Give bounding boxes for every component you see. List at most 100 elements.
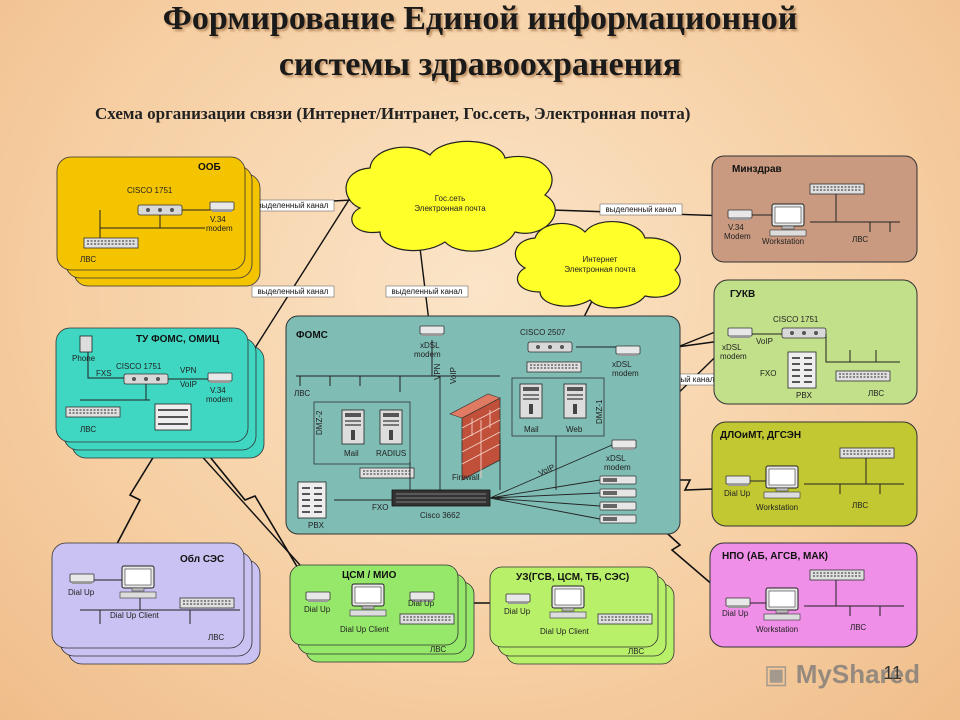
npo-workstation-icon: [763, 587, 801, 621]
block-minzdrav-title: Минздрав: [732, 164, 782, 175]
foms-card-1-icon: [599, 475, 637, 485]
tu-modem-icon: [207, 372, 233, 384]
block-csm-title: ЦСМ / МИО: [342, 570, 397, 581]
uz-dialup-label: Dial Up: [504, 607, 531, 616]
block-tu-foms: ТУ ФОМС, ОМИЦ Phone FXS CISCO 1751 VPN V…: [55, 327, 265, 459]
npo-lvs-label: ЛВС: [850, 623, 866, 632]
foms-cisco2507-icon: [527, 341, 573, 353]
npo-modem-icon: [725, 597, 751, 609]
tu-voip-label: VoIP: [180, 380, 197, 389]
block-uz-title: УЗ(ГСВ, ЦСМ, ТБ, СЭС): [516, 572, 629, 583]
gukv-xdsl-label1: xDSL: [722, 343, 742, 352]
foms-mail-server-icon: [341, 409, 365, 445]
block-dlo: ДЛОиМТ, ДГСЭН Dial Up Workstation ЛВС: [711, 421, 918, 527]
foms-fxo-label: FXO: [372, 503, 388, 512]
dlo-modem-icon: [725, 475, 751, 487]
phone-icon: [79, 335, 93, 353]
foms-web-label: Web: [566, 425, 583, 434]
minzdrav-workstation-label: Workstation: [762, 237, 804, 246]
uz-lvs-label: ЛВС: [628, 647, 644, 656]
foms-hub-top-icon: [526, 361, 582, 373]
foms-cisco2507-label: CISCO 2507: [520, 328, 566, 337]
block-oob: ООБ CISCO 1751 V.34 modem ЛВС: [56, 156, 261, 287]
obl-modem-icon: [69, 573, 95, 585]
block-uz: УЗ(ГСВ, ЦСМ, ТБ, СЭС) Dial Up Dial Up Cl…: [489, 566, 675, 665]
gukv-hub-icon: [835, 370, 891, 382]
foms-radius-server-icon: [379, 409, 403, 445]
obl-hub-icon: [179, 597, 235, 609]
block-obl-ses: Обл СЭС Dial Up Dial Up Client ЛВС: [51, 542, 261, 665]
tu-lvs-label: ЛВС: [80, 425, 96, 434]
block-tu-title: ТУ ФОМС, ОМИЦ: [136, 334, 220, 345]
dlo-hub-icon: [839, 447, 895, 459]
foms-xdsl-modem-top-icon: [419, 325, 445, 337]
channel-label-tu: выделенный канал: [258, 287, 329, 296]
npo-workstation-label: Workstation: [756, 625, 798, 634]
foms-dmz1-label: DMZ-1: [595, 399, 604, 424]
foms-xdsl-right-label2: modem: [612, 369, 639, 378]
foms-xdsl-top-label1: xDSL: [420, 341, 440, 350]
block-foms-title: ФОМС: [296, 330, 328, 341]
obl-lvs-label: ЛВС: [208, 633, 224, 642]
title-line-1: Формирование Единой информационной: [162, 0, 798, 37]
oob-router-icon: [137, 204, 183, 216]
minzdrav-modem-label2: Modem: [724, 232, 751, 241]
foms-firewall-label: Firewall: [452, 473, 480, 482]
foms-dmz2-zone: [313, 401, 411, 465]
csm-modem-left-icon: [305, 591, 331, 603]
foms-pbx-label: PBX: [308, 521, 325, 530]
foms-xdsl-bottom-label1: xDSL: [606, 454, 626, 463]
channel-label-oob: выделенный канал: [258, 201, 329, 210]
tu-phone-label: Phone: [72, 354, 96, 363]
foms-mail-label: Mail: [344, 449, 359, 458]
gos-cloud-line2: Электронная почта: [414, 204, 486, 213]
foms-dmz1-zone: [511, 377, 605, 437]
page-number: 11: [883, 663, 902, 683]
block-npo-title: НПО (АБ, АГСВ, МАК): [722, 551, 828, 562]
watermark-text: MyShared: [795, 659, 920, 689]
block-obl-title: Обл СЭС: [180, 553, 224, 565]
foms-card-3-icon: [599, 501, 637, 511]
foms-dmz2-label: DMZ-2: [315, 410, 324, 435]
oob-hub-icon: [83, 237, 139, 249]
gos-cloud-line1: Гос.сеть: [435, 194, 465, 203]
dlo-lvs-label: ЛВС: [852, 501, 868, 510]
gukv-voip-label: VoIP: [756, 337, 773, 346]
csm-dialup-right-label: Dial Up: [408, 599, 435, 608]
tu-hub-icon: [65, 406, 121, 418]
watermark: ▣ MyShared: [764, 659, 920, 690]
tu-router-label: CISCO 1751: [116, 362, 162, 371]
dlo-dialup-label: Dial Up: [724, 489, 751, 498]
block-npo: НПО (АБ, АГСВ, МАК) Dial Up Workstation …: [709, 542, 918, 648]
foms-web-server-icon: [563, 383, 587, 419]
foms-mail2-label: Mail: [524, 425, 539, 434]
internet-cloud-line2: Электронная почта: [564, 265, 636, 274]
foms-xdsl-top-label2: modem: [414, 350, 441, 359]
foms-xdsl-modem-bottom-icon: [611, 439, 637, 451]
firewall-icon: [449, 393, 501, 481]
obl-pc-icon: [119, 565, 157, 599]
csm-client-label: Dial Up Client: [340, 625, 390, 634]
tu-vpn-label: VPN: [180, 366, 197, 375]
uz-hub-icon: [597, 613, 653, 625]
block-csm: ЦСМ / МИО Dial Up Dial Up Client Dial Up…: [289, 564, 475, 663]
minzdrav-workstation-icon: [769, 203, 807, 237]
block-minzdrav: Минздрав V.34 Modem Workstation ЛВС: [711, 155, 918, 263]
tu-router-icon: [123, 373, 169, 385]
csm-lvs-label: ЛВС: [430, 645, 446, 654]
tu-modem-label2: modem: [206, 395, 233, 404]
gukv-modem-icon: [727, 327, 753, 339]
foms-hub-dmz2-icon: [359, 467, 415, 479]
uz-pc-icon: [549, 585, 587, 619]
foms-radius-label: RADIUS: [376, 449, 406, 458]
csm-pc-icon: [349, 583, 387, 617]
oob-modem-icon: [209, 201, 235, 213]
csm-dialup-left-label: Dial Up: [304, 605, 331, 614]
subtitle: Схема организации связи (Интернет/Интран…: [95, 104, 691, 123]
oob-lvs-label: ЛВС: [80, 255, 96, 264]
foms-mail2-server-icon: [519, 383, 543, 419]
foms-vpn-vertical: VPN: [433, 363, 442, 380]
internet-cloud-line1: Интернет: [583, 255, 618, 264]
block-foms: ФОМС xDSL modem VPN VoIP CISCO 2507 xDSL…: [285, 315, 681, 535]
oob-router-label: CISCO 1751: [127, 186, 173, 195]
